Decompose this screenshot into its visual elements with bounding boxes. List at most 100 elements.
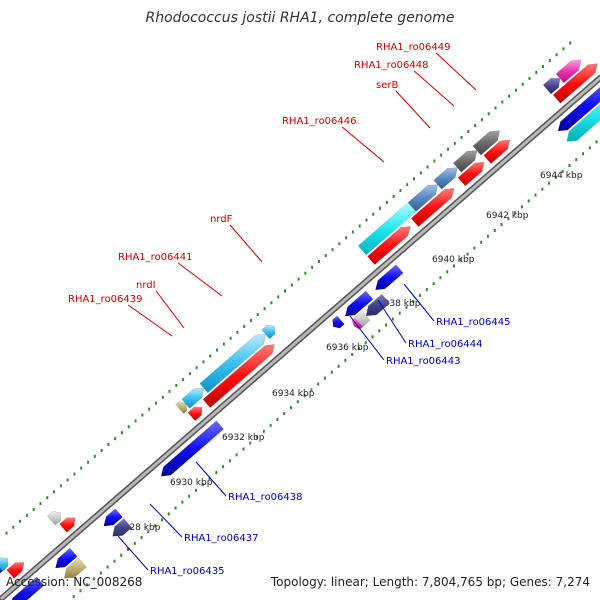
gene-label-reverse: RHA1_ro06444 — [408, 339, 483, 350]
tick-mark — [379, 206, 382, 210]
tick-mark — [256, 313, 259, 317]
gene-label-forward: RHA1_ro06441 — [118, 252, 193, 263]
tick-mark — [249, 441, 252, 445]
tick-mark — [262, 429, 265, 433]
tick-mark — [561, 169, 564, 173]
cds-forward — [552, 63, 598, 104]
label-leader — [403, 283, 435, 322]
label-leader — [413, 70, 455, 107]
tick-mark — [385, 200, 388, 204]
tick-mark — [106, 565, 109, 569]
label-leader — [349, 315, 385, 361]
tick-mark — [541, 187, 544, 191]
tick-mark — [405, 305, 408, 309]
tick-mark — [201, 482, 204, 486]
gene-label-forward: RHA1_ro06446 — [282, 116, 357, 127]
cds-reverse — [64, 557, 87, 579]
tick-mark — [575, 158, 578, 162]
tick-mark — [555, 53, 558, 57]
label-leader — [229, 224, 263, 263]
tick-mark — [440, 153, 443, 157]
tick-mark — [229, 336, 232, 340]
tick-mark — [120, 553, 123, 557]
tick-mark — [133, 541, 136, 545]
cds-forward — [6, 562, 25, 579]
tick-mark — [473, 246, 476, 250]
tick-mark — [521, 82, 524, 86]
tick-mark — [365, 218, 368, 222]
tick-mark — [317, 259, 320, 263]
tick-mark — [372, 212, 375, 216]
tick-mark — [426, 165, 429, 169]
tick-mark — [493, 228, 496, 232]
tick-mark — [194, 488, 197, 492]
tick-mark — [357, 347, 360, 351]
tick-mark — [160, 518, 163, 522]
tick-mark — [323, 376, 326, 380]
tick-mark — [569, 41, 572, 45]
tick-label: 6940 kbp — [432, 255, 475, 265]
tick-mark — [5, 531, 8, 535]
tick-mark — [167, 512, 170, 516]
label-leader — [377, 299, 407, 344]
cds-reverse — [344, 290, 374, 317]
tick-mark — [486, 234, 489, 238]
tick-mark — [345, 236, 348, 240]
tick-mark — [250, 319, 253, 323]
tick-mark — [127, 425, 130, 429]
tick-mark — [59, 484, 62, 488]
tick-mark — [256, 435, 259, 439]
gene-labels: RHA1_ro06449RHA1_ro06448serBRHA1_ro06446… — [68, 42, 511, 577]
gene-label-reverse: RHA1_ro06438 — [228, 492, 303, 503]
cds-reverse — [160, 420, 224, 477]
tick-mark — [371, 335, 374, 339]
tick-mark — [331, 248, 334, 252]
tick-mark — [46, 496, 49, 500]
tick-mark — [324, 254, 327, 258]
gene-label-reverse: RHA1_ro06443 — [386, 356, 461, 367]
tick-mark — [439, 276, 442, 280]
tick-mark — [514, 88, 517, 92]
gene-label-reverse: RHA1_ro06445 — [436, 317, 511, 328]
tick-mark — [236, 330, 239, 334]
tick-mark — [364, 341, 367, 345]
tick-mark — [80, 466, 83, 470]
tick-mark — [391, 317, 394, 321]
tick-mark — [337, 364, 340, 368]
tick-mark — [72, 595, 75, 599]
tick-mark — [562, 47, 565, 51]
cds-reverse — [112, 518, 133, 537]
tick-mark — [425, 288, 428, 292]
tick-label: 6942 kbp — [486, 211, 529, 221]
tick-mark — [554, 175, 557, 179]
tick-mark — [181, 500, 184, 504]
tick-label: 6936 kbp — [326, 343, 369, 353]
tick-mark — [134, 419, 137, 423]
tick-mark — [588, 146, 591, 150]
tick-mark — [12, 525, 15, 529]
genome-backbone — [0, 75, 600, 600]
tick-mark — [494, 106, 497, 110]
gene-label-reverse: RHA1_ro06435 — [150, 566, 225, 577]
tick-mark — [310, 388, 313, 392]
label-leader — [395, 90, 431, 129]
cds-forward — [453, 150, 478, 173]
tick-mark — [514, 211, 517, 215]
tick-mark — [548, 59, 551, 63]
cds-forward — [457, 161, 485, 187]
tick-mark — [114, 437, 117, 441]
cds-reverse — [365, 293, 391, 317]
tick-mark — [528, 76, 531, 80]
tick-mark — [141, 413, 144, 417]
tick-mark — [311, 265, 314, 269]
tick-mark — [392, 194, 395, 198]
tick-mark — [460, 135, 463, 139]
forward-strand-genes — [0, 59, 598, 579]
tick-mark — [222, 465, 225, 469]
tick-mark — [582, 152, 585, 156]
cds-forward — [542, 78, 561, 95]
cds-forward — [367, 226, 411, 265]
tick-mark — [202, 360, 205, 364]
tick-mark — [398, 311, 401, 315]
